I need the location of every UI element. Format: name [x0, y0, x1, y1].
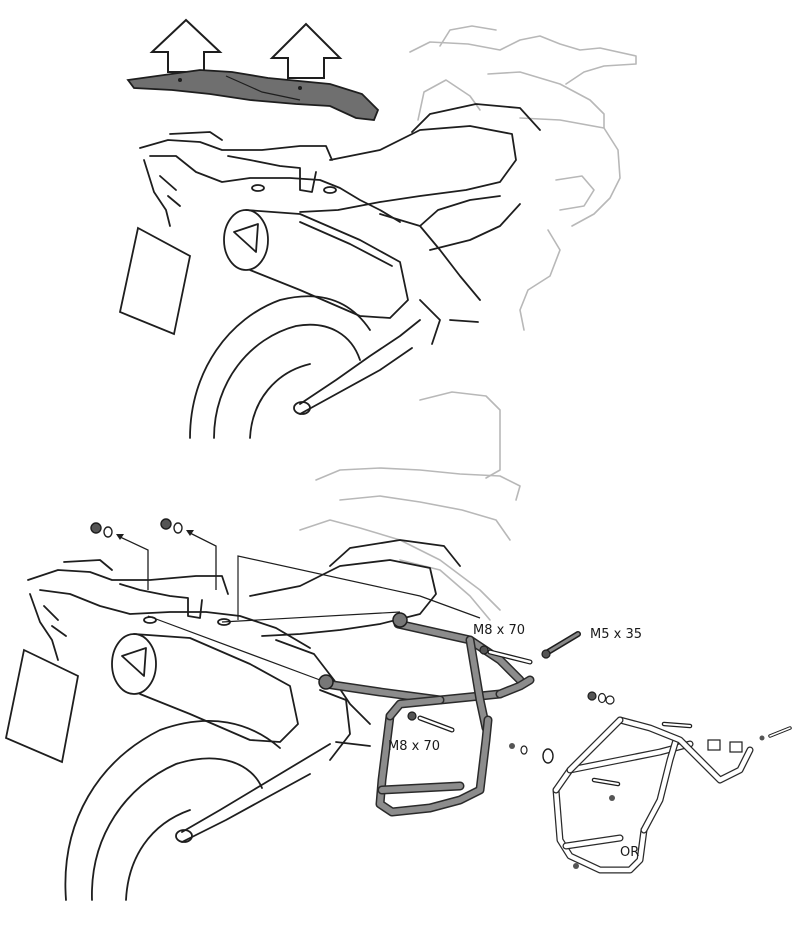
alternative-fasteners — [509, 691, 792, 787]
up-arrow-right — [269, 22, 343, 79]
callout-bolt-m8-lower: M8 x 70 — [388, 739, 440, 754]
seat-2 — [249, 539, 461, 637]
motorcycle-front-outline-2 — [299, 391, 521, 621]
seat — [299, 103, 541, 213]
rear-wheel-2 — [64, 719, 331, 901]
nut-right — [160, 518, 183, 534]
rear-wheel — [189, 295, 421, 439]
frame-subframe — [379, 195, 521, 345]
nut-left — [90, 522, 113, 538]
panel-install-side-frame — [4, 391, 792, 901]
callout-or: OR — [620, 845, 640, 860]
screw-m5 — [541, 631, 581, 659]
bolts-installed — [407, 631, 581, 733]
side-pannier-frame — [318, 612, 535, 817]
grab-rail-removed — [126, 69, 380, 121]
bolt-upper — [479, 645, 533, 665]
license-plate-2 — [4, 648, 80, 764]
rear-tail-section-2 — [27, 559, 311, 661]
top-fasteners — [90, 518, 217, 590]
up-arrow-left — [149, 18, 223, 73]
callout-bolt-m8-upper: M8 x 70 — [473, 623, 525, 638]
motorcycle-front-outline — [409, 25, 637, 331]
bolt-lower — [407, 711, 455, 733]
callout-screw-m5: M5 x 35 — [590, 627, 642, 642]
panel-remove-grab-rail — [118, 18, 637, 439]
rear-tail-section — [139, 131, 401, 227]
exhaust-muffler — [223, 209, 409, 319]
license-plate — [118, 226, 192, 336]
arrow-nut-left — [116, 534, 149, 590]
alternative-pannier-frame — [552, 716, 754, 874]
exhaust-muffler-2 — [111, 633, 299, 743]
guide-lines — [147, 555, 481, 681]
frame-subframe-2 — [275, 639, 371, 761]
arrow-nut-right — [186, 530, 217, 590]
